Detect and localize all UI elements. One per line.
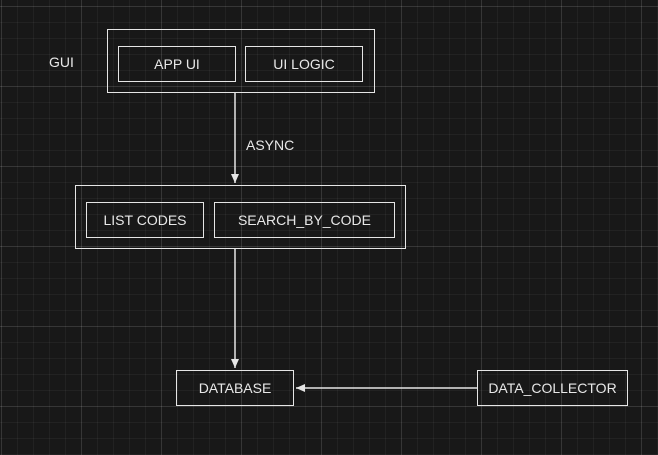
database-node[interactable]: DATABASE — [176, 370, 294, 406]
data-collector-node[interactable]: DATA_COLLECTOR — [477, 370, 628, 406]
gui-container[interactable] — [107, 29, 375, 93]
app-ui-node[interactable]: APP UI — [118, 46, 236, 82]
search-group-container[interactable] — [75, 185, 406, 249]
ui-logic-node[interactable]: UI LOGIC — [245, 46, 363, 82]
list-codes-node[interactable]: LIST CODES — [86, 202, 204, 238]
async-edge-label: ASYNC — [246, 137, 295, 153]
gui-label: GUI — [49, 54, 74, 70]
search-by-code-node[interactable]: SEARCH_BY_CODE — [214, 202, 395, 238]
